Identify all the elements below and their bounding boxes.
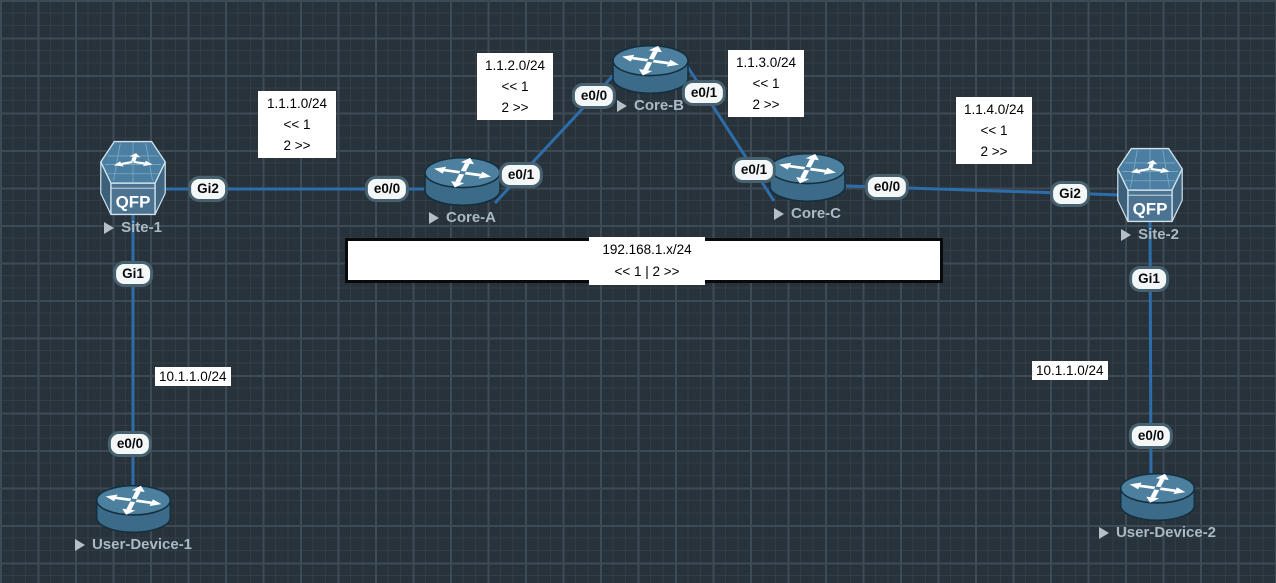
- subnet-text: << 1: [752, 76, 780, 91]
- port-label-corec-e01[interactable]: e0/1: [731, 157, 777, 183]
- qfp-badge-text: QFP: [116, 193, 151, 212]
- node-label: Core-A: [428, 209, 496, 226]
- node-label: User-Device-1: [74, 536, 193, 553]
- subnet-label-1-1-4-0[interactable]: 1.1.4.0/24 << 1 2 >>: [956, 97, 1032, 164]
- subnet-text: 2 >>: [501, 100, 529, 115]
- node-name: Site-2: [1138, 226, 1179, 243]
- qfp-router-icon: QFP: [100, 140, 166, 216]
- subnet-text: 2 >>: [283, 138, 311, 153]
- play-triangle-icon: [1098, 526, 1109, 539]
- subnet-label-10-1-1-0-left[interactable]: 10.1.1.0/24: [155, 367, 231, 386]
- subnet-text: << 1: [283, 117, 311, 132]
- play-triangle-icon: [616, 99, 627, 112]
- subnet-text: 1.1.2.0/24: [484, 58, 546, 73]
- node-site-2[interactable]: QFP Site-2: [1112, 146, 1188, 243]
- node-label: Core-C: [773, 205, 841, 222]
- subnet-text: 1.1.1.0/24: [266, 96, 328, 111]
- node-label: Site-1: [104, 219, 162, 236]
- node-core-a[interactable]: Core-A: [423, 154, 502, 226]
- node-name: User-Device-1: [91, 536, 193, 553]
- node-site-1[interactable]: QFP Site-1: [95, 139, 171, 236]
- node-core-c[interactable]: Core-C: [768, 150, 847, 222]
- node-user-device-1[interactable]: User-Device-1: [74, 482, 192, 553]
- port-label-site2-gi1[interactable]: Gi1: [1129, 266, 1169, 292]
- node-name: Core-C: [790, 205, 841, 222]
- node-name: User-Device-2: [1115, 524, 1217, 541]
- subnet-label-10-1-1-0-right[interactable]: 10.1.1.0/24: [1032, 361, 1108, 380]
- port-label-corec-e00[interactable]: e0/0: [864, 174, 910, 200]
- node-name: Site-1: [121, 219, 162, 236]
- node-label: Core-B: [616, 97, 684, 114]
- port-label-coreb-e00[interactable]: e0/0: [571, 83, 617, 109]
- lan-ports-text: << 1 | 2 >>: [614, 264, 680, 279]
- node-user-device-2[interactable]: User-Device-2: [1098, 470, 1216, 541]
- subnet-text: << 1: [980, 123, 1008, 138]
- play-triangle-icon: [74, 538, 85, 551]
- play-triangle-icon: [773, 207, 784, 220]
- router-icon: [424, 156, 501, 207]
- subnet-text: 2 >>: [980, 144, 1008, 159]
- lan-subnet-text: 192.168.1.x/24: [602, 242, 692, 257]
- play-triangle-icon: [428, 211, 439, 224]
- subnet-text: 2 >>: [752, 97, 780, 112]
- subnet-label-1-1-3-0[interactable]: 1.1.3.0/24 << 1 2 >>: [728, 50, 804, 117]
- qfp-badge-text: QFP: [1133, 200, 1168, 219]
- port-label-site1-gi2[interactable]: Gi2: [188, 176, 228, 202]
- port-label-coreb-e01[interactable]: e0/1: [681, 80, 727, 106]
- port-label-userdevice1-e00[interactable]: e0/0: [107, 431, 153, 457]
- port-label-site2-gi2[interactable]: Gi2: [1050, 181, 1090, 207]
- lan-segment-label[interactable]: 192.168.1.x/24 << 1 | 2 >>: [589, 237, 705, 285]
- qfp-router-icon: QFP: [1117, 147, 1183, 223]
- play-triangle-icon: [1121, 228, 1132, 241]
- node-core-b[interactable]: Core-B: [611, 42, 690, 114]
- play-triangle-icon: [104, 221, 115, 234]
- subnet-label-1-1-1-0[interactable]: 1.1.1.0/24 << 1 2 >>: [258, 91, 336, 158]
- subnet-text: << 1: [501, 79, 529, 94]
- port-label-site1-gi1[interactable]: Gi1: [113, 261, 153, 287]
- subnet-text: 1.1.3.0/24: [735, 55, 797, 70]
- node-name: Core-A: [445, 209, 496, 226]
- router-icon: [612, 44, 689, 95]
- router-icon: [1119, 472, 1196, 522]
- subnet-label-1-1-2-0[interactable]: 1.1.2.0/24 << 1 2 >>: [477, 53, 553, 120]
- node-label: Site-2: [1121, 226, 1179, 243]
- router-icon: [95, 484, 172, 534]
- router-icon: [769, 152, 846, 203]
- node-label: User-Device-2: [1098, 524, 1217, 541]
- port-label-corea-e01[interactable]: e0/1: [498, 162, 544, 188]
- port-label-userdevice2-e00[interactable]: e0/0: [1128, 423, 1174, 449]
- subnet-text: 1.1.4.0/24: [963, 102, 1025, 117]
- port-label-corea-e00[interactable]: e0/0: [364, 176, 410, 202]
- node-name: Core-B: [633, 97, 684, 114]
